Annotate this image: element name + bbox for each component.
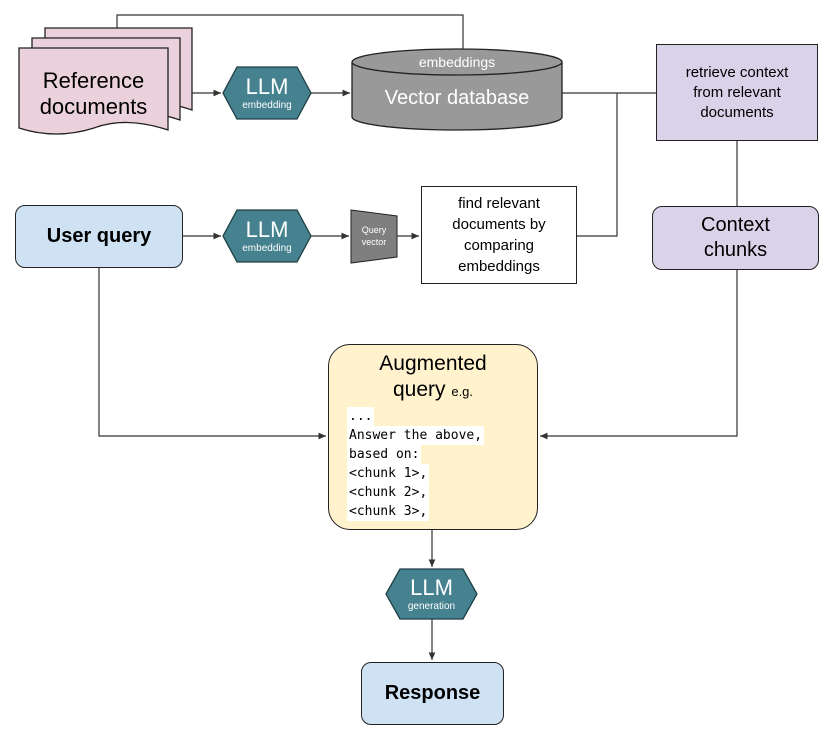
code-line-row: based on: <box>347 445 484 464</box>
llm-embedding-query-sublabel: embedding <box>242 242 292 254</box>
arrow-userquery-to-augmented <box>98 268 326 440</box>
code-line: ... <box>347 407 375 426</box>
augmented-query-title: Augmented query e.g. <box>329 351 537 405</box>
reference-documents-line1: Reference <box>42 68 145 93</box>
llm-generation: LLM generation <box>386 569 477 619</box>
llm-generation-label: LLM <box>410 574 453 600</box>
code-line: Answer the above, <box>347 426 485 445</box>
llm-generation-shape <box>385 568 478 620</box>
retrieve-context-line2: from relevant <box>693 83 781 101</box>
code-line-row: <chunk 2>, <box>347 483 484 502</box>
vector-database-label: Vector database <box>384 86 530 109</box>
augmented-query-title-line1: Augmented <box>379 352 487 375</box>
response-box: Response <box>361 662 504 725</box>
vector-database-top-label: embeddings <box>418 54 496 70</box>
reference-documents: Reference documents <box>19 62 168 126</box>
query-vector-line2: vector <box>361 237 387 247</box>
retrieve-context-line1: retrieve context <box>685 63 789 81</box>
augmented-query-code: ... Answer the above, based on: <chunk 1… <box>347 407 485 521</box>
connector-find-to-db <box>577 93 618 237</box>
find-relevant-line4: embeddings <box>458 258 540 275</box>
arrow-chunks-to-augmented <box>540 270 738 440</box>
augmented-query-box: Augmented query e.g. ... Answer the abov… <box>328 344 538 530</box>
context-chunks-line1: Context <box>701 214 770 236</box>
find-relevant-line2: documents by <box>452 216 546 233</box>
retrieve-context-line3: documents <box>700 103 774 121</box>
find-relevant-line3: comparing <box>463 237 535 254</box>
retrieve-context-box: retrieve context from relevant documents <box>656 44 818 141</box>
code-line-row: <chunk 3>, <box>347 502 484 521</box>
llm-embedding-query: LLM embedding <box>223 210 311 262</box>
query-vector-shape <box>350 209 398 264</box>
connector-feedback-top <box>116 14 464 49</box>
context-chunks-box: Context chunks <box>652 206 819 270</box>
llm-embedding-query-label: LLM <box>245 216 289 242</box>
code-line-row: Answer the above, <box>347 426 485 445</box>
code-line: <chunk 2>, <box>347 483 430 502</box>
code-line-row: <chunk 1>, <box>347 464 484 483</box>
code-line: <chunk 1>, <box>347 464 430 483</box>
response-label: Response <box>384 682 481 704</box>
llm-generation-sublabel: generation <box>407 600 456 612</box>
code-line: based on: <box>347 445 422 464</box>
find-relevant-box: find relevant documents by comparing emb… <box>421 186 577 284</box>
query-vector-label: Query vector <box>351 218 397 254</box>
augmented-query-title-suffix: e.g. <box>451 384 474 399</box>
vector-database-shape <box>351 48 563 131</box>
find-relevant-line1: find relevant <box>458 195 540 212</box>
user-query-box: User query <box>15 205 183 268</box>
code-line: <chunk 3>, <box>347 502 430 521</box>
llm-embedding-top: LLM embedding <box>223 67 311 119</box>
llm-embedding-top-label: LLM <box>245 73 289 99</box>
reference-documents-shape <box>18 27 193 135</box>
code-line-row: ... <box>347 407 484 426</box>
augmented-query-title-line2-row: query e.g. <box>329 377 537 405</box>
user-query-label: User query <box>46 225 152 247</box>
context-chunks-line2: chunks <box>703 239 768 261</box>
llm-embedding-top-sublabel: embedding <box>242 99 292 111</box>
query-vector-line1: Query <box>361 225 387 235</box>
augmented-query-title-line2: query <box>392 378 446 401</box>
reference-documents-line2: documents <box>39 94 148 119</box>
